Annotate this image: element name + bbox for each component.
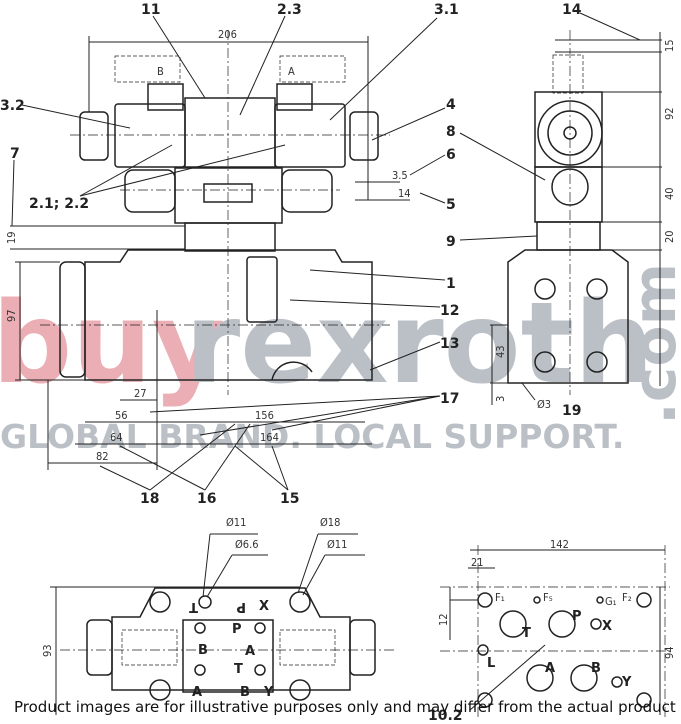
port-a-bottom: A [192,685,202,700]
dim-82: 82 [96,450,109,463]
dim-64: 64 [110,431,123,444]
callout-10-2: 10.2 [428,708,463,724]
dim-206: 206 [218,28,237,41]
callout-14: 14 [562,2,582,18]
dim-40: 40 [663,187,676,200]
callout-4: 4 [446,97,456,113]
dim-142: 142 [550,538,569,551]
callout-15: 15 [280,491,299,507]
pattern-b: B [591,661,601,676]
dim-19: 19 [5,231,18,244]
callout-7: 7 [10,146,20,162]
dim-27: 27 [134,387,147,400]
callout-8: 8 [446,124,456,140]
port-p: P [232,622,242,637]
pattern-p: P [572,609,582,624]
port-t-top: T [189,599,198,614]
pattern-a: A [545,661,555,676]
watermark: buy rexroth GLOBAL BRAND. LOCAL SUPPORT.… [0,263,681,456]
dim-3: 3 [494,396,507,402]
watermark-rexroth: rexroth [185,279,654,409]
dim-dia18: Ø18 [320,516,340,529]
pattern-t: T [522,626,531,641]
dim-156: 156 [255,409,274,422]
watermark-tld: .com [620,263,681,425]
port-b-bottom: B [240,685,250,700]
dim-dia11-b: Ø11 [327,538,347,551]
callout-1: 1 [446,276,456,292]
callout-16: 16 [197,491,216,507]
dim-94: 94 [663,646,676,659]
port-b: B [198,643,208,658]
pattern-f5: F₅ [543,591,553,604]
callout-2-1-2-2: 2.1; 2.2 [29,196,89,212]
callout-5: 5 [446,197,456,213]
top-view-ports: T P X P B A T A B Y [189,599,274,700]
callout-13: 13 [440,336,459,352]
hole-pattern [440,545,670,720]
dim-15: 15 [663,39,676,52]
port-y-bottom: Y [263,685,274,700]
pattern-ports: F₁ F₅ G₁ F₂ T P X L A B Y [487,591,632,690]
port-t: T [234,662,243,677]
dim-92: 92 [663,107,676,120]
pattern-l: L [487,656,495,671]
dim-56: 56 [115,409,128,422]
pattern-y: Y [621,675,632,690]
solenoid-mark-b: B [157,65,164,78]
callout-11: 11 [141,2,160,18]
dim-93: 93 [41,644,54,657]
top-view [50,533,395,715]
port-x-top: X [259,599,269,614]
dim-14: 14 [398,187,411,200]
pattern-f2: F₂ [622,591,632,604]
callout-18: 18 [140,491,159,507]
callout-3-2: 3.2 [0,98,25,114]
dim-21: 21 [471,556,484,569]
callout-2-3: 2.3 [277,2,302,18]
dim-43: 43 [494,345,507,358]
callout-6: 6 [446,147,456,163]
watermark-tagline: GLOBAL BRAND. LOCAL SUPPORT. [0,417,624,456]
callout-3-1: 3.1 [434,2,459,18]
dim-3-5: 3.5 [392,169,408,182]
port-p-top: P [236,599,246,614]
callout-9: 9 [446,234,456,250]
dim-12: 12 [437,613,450,626]
dim-20: 20 [663,230,676,243]
port-a: A [245,644,255,659]
dim-97: 97 [5,309,18,322]
dim-dia11-a: Ø11 [226,516,246,529]
solenoid-mark-a: A [288,65,295,78]
pattern-g1: G₁ [605,595,617,608]
pattern-f1: F₁ [495,591,505,604]
dim-dia6-6: Ø6.6 [235,538,259,551]
callout-17: 17 [440,391,459,407]
front-view: B A [10,15,446,491]
dim-164: 164 [260,431,279,444]
callout-12: 12 [440,303,459,319]
dim-dia3: Ø3 [537,398,551,411]
disclaimer-footer: Product images are for illustrative purp… [14,698,676,716]
pattern-x: X [602,619,612,634]
callout-labels: 11 2.3 3.1 14 3.2 4 8 7 6 2.1; 2.2 5 9 1… [0,2,582,724]
dimension-labels: 206 3.5 14 19 97 15 92 40 20 43 3 Ø3 27 … [5,28,676,659]
watermark-buy: buy [0,279,225,409]
side-view [459,12,662,405]
callout-19: 19 [562,403,581,419]
